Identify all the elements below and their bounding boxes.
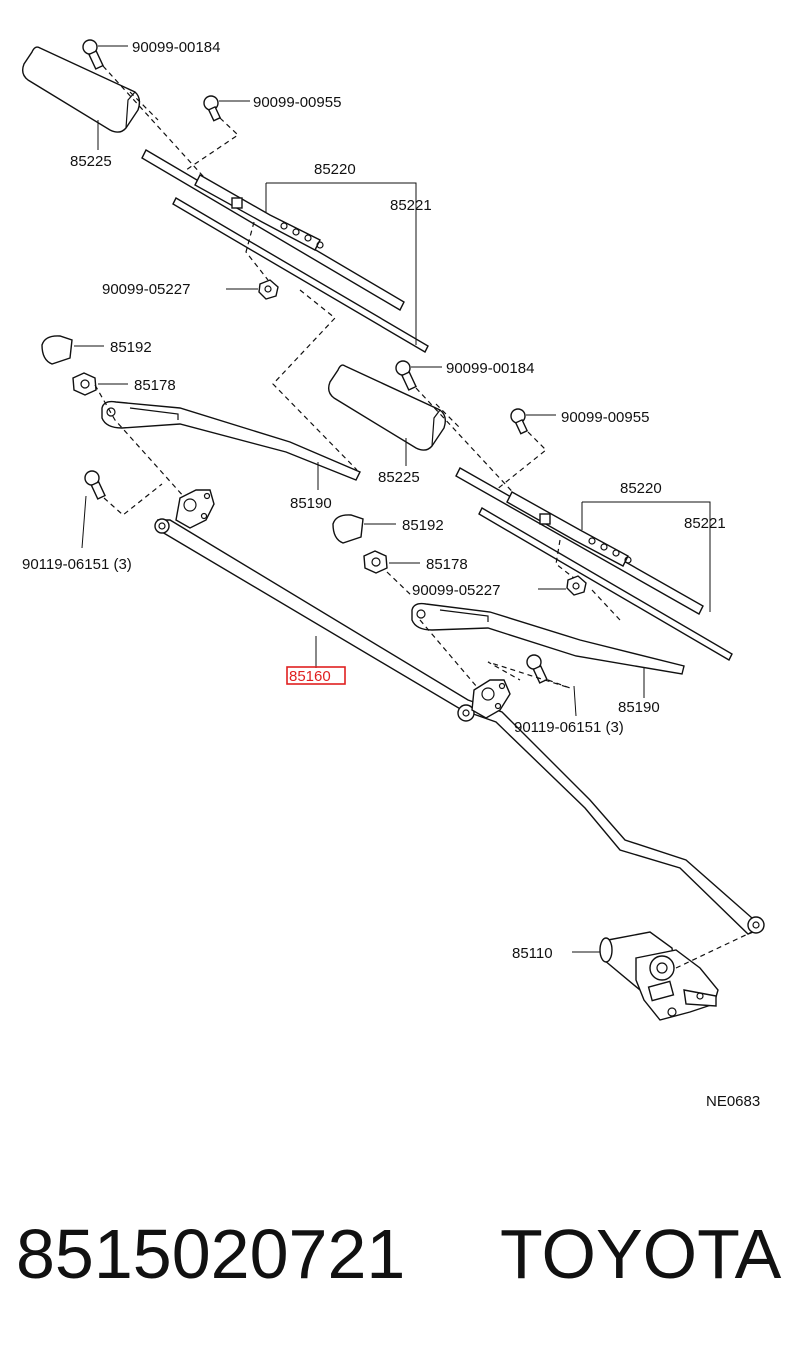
label-screw-top-1: 90099-00184	[132, 39, 220, 56]
label-cap-1: 85192	[110, 339, 152, 356]
label-bolt-1: 90119-06151 (3)	[22, 556, 132, 573]
footer-part-number: 8515020721	[16, 1215, 405, 1293]
wiper-refill-upper	[172, 197, 429, 353]
wiper-arm-lower	[411, 602, 685, 675]
wiper-motor	[599, 931, 719, 1021]
label-arm-1: 85190	[290, 495, 332, 512]
nut-icon	[72, 372, 97, 396]
blade-cover-top	[21, 46, 141, 133]
label-nut-2: 90099-05227	[412, 582, 500, 599]
wiper-refill-lower	[478, 507, 733, 661]
blade-cover-lower	[327, 364, 447, 451]
label-refill-1: 85221	[390, 197, 432, 214]
label-blade-2: 85220	[620, 480, 662, 497]
label-arm-nut-1: 85178	[134, 377, 176, 394]
nut-icon	[566, 575, 587, 596]
pivot-bracket-lower	[471, 679, 511, 719]
screw-icon	[395, 360, 417, 391]
label-cover-1: 85225	[70, 153, 112, 170]
screw-icon	[203, 95, 222, 122]
screw-icon	[82, 39, 104, 70]
screw-icon	[510, 408, 529, 435]
arm-cap-lower	[332, 514, 364, 544]
diagram-code: NE0683	[706, 1093, 760, 1110]
label-cap-2: 85192	[402, 517, 444, 534]
label-link: 85160	[289, 668, 331, 685]
label-refill-2: 85221	[684, 515, 726, 532]
link-highlight-box	[286, 666, 346, 685]
label-bolt-2: 90119-06151 (3)	[514, 719, 624, 736]
arm-cap-upper	[41, 335, 73, 365]
label-screw-top-2: 90099-00955	[253, 94, 341, 111]
bolt-icon	[84, 470, 106, 500]
footer-brand: TOYOTA	[500, 1215, 782, 1293]
label-motor: 85110	[512, 945, 553, 962]
label-arm-nut-2: 85178	[426, 556, 468, 573]
nut-icon	[258, 279, 279, 300]
label-screw-top-3: 90099-00184	[446, 360, 534, 377]
bolt-icon	[526, 654, 548, 684]
wiper-arm-upper	[101, 400, 361, 481]
wiper-blade-upper	[141, 149, 405, 311]
label-nut-1: 90099-05227	[102, 281, 190, 298]
label-screw-top-4: 90099-00955	[561, 409, 649, 426]
label-cover-2: 85225	[378, 469, 420, 486]
pivot-bracket-upper	[175, 489, 215, 529]
label-arm-2: 85190	[618, 699, 660, 716]
label-blade-1: 85220	[314, 161, 356, 178]
wiper-blade-lower	[455, 467, 704, 615]
nut-icon	[363, 550, 388, 574]
